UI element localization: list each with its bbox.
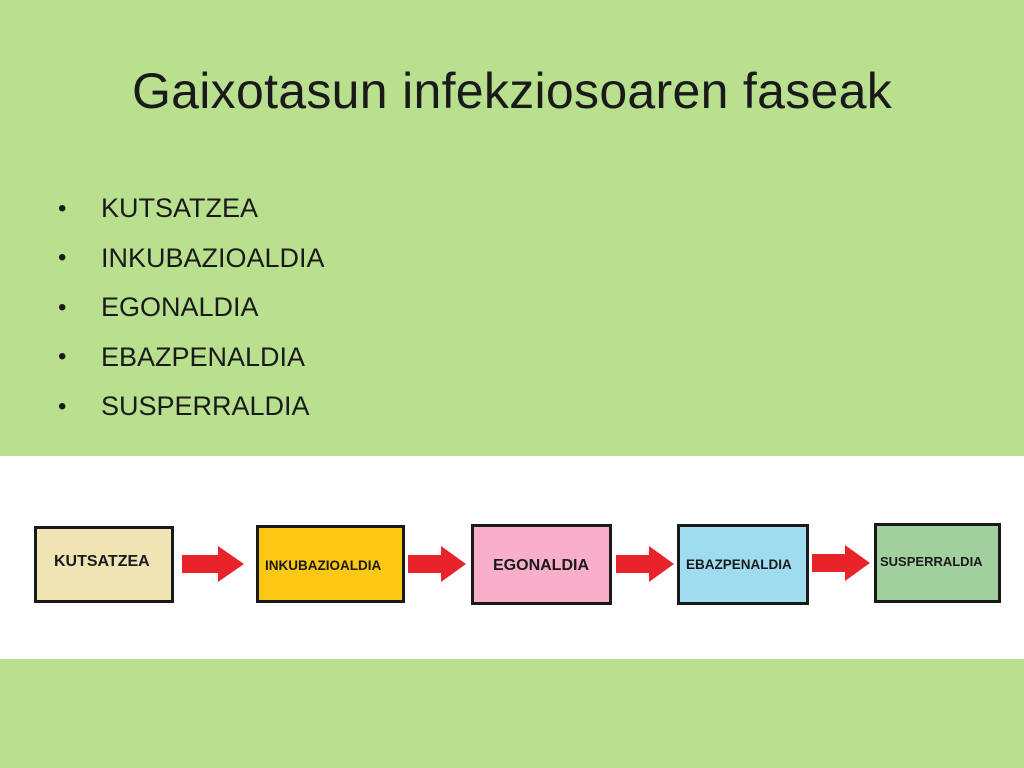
phase-box-ebazpenaldia: EBAZPENALDIA: [677, 524, 809, 605]
bullet-text: KUTSATZEA: [101, 193, 259, 224]
bullet-dot-icon: •: [58, 392, 67, 420]
arrow-shape: [408, 546, 466, 582]
arrow-right-icon: [812, 545, 870, 581]
bullet-text: SUSPERRALDIA: [101, 391, 310, 422]
phase-box-label: SUSPERRALDIA: [880, 554, 983, 569]
bullet-dot-icon: •: [58, 194, 67, 222]
bullet-item: • EGONALDIA: [58, 283, 325, 333]
arrow-shape: [616, 546, 674, 582]
arrow-shape: [182, 546, 244, 582]
bullet-item: • KUTSATZEA: [58, 184, 325, 234]
phase-box-label: EBAZPENALDIA: [686, 557, 792, 572]
bullet-text: EBAZPENALDIA: [101, 341, 306, 372]
phase-box-label: INKUBAZIOALDIA: [265, 558, 382, 573]
phase-box-label: KUTSATZEA: [54, 553, 150, 570]
bullet-text: INKUBAZIOALDIA: [101, 242, 325, 273]
bullet-text: EGONALDIA: [101, 292, 259, 323]
bullet-list: • KUTSATZEA • INKUBAZIOALDIA • EGONALDIA • E…: [58, 184, 325, 432]
arrow-right-icon: [408, 546, 466, 582]
phase-box-kutsatzea: KUTSATZEA: [34, 526, 174, 603]
arrow-right-icon: [616, 546, 674, 582]
arrow-shape: [812, 545, 870, 581]
bullet-item: • EBAZPENALDIA: [58, 333, 325, 383]
arrow-right-icon: [182, 546, 244, 582]
bullet-dot-icon: •: [58, 244, 67, 272]
phase-box-inkubazioaldia: INKUBAZIOALDIA: [256, 525, 405, 603]
slide-title: Gaixotasun infekziosoaren faseak: [131, 63, 893, 119]
phase-box-susperraldia: SUSPERRALDIA: [874, 523, 1001, 603]
bullet-dot-icon: •: [58, 293, 67, 321]
phase-box-egonaldia: EGONALDIA: [471, 524, 612, 605]
bullet-item: • INKUBAZIOALDIA: [58, 234, 325, 284]
bullet-item: • SUSPERRALDIA: [58, 382, 325, 432]
diagram-band: KUTSATZEA INKUBAZIOALDIA EGONALDIA EBAZP…: [0, 456, 1024, 659]
phase-box-label: EGONALDIA: [493, 557, 589, 574]
bullet-dot-icon: •: [58, 343, 67, 371]
